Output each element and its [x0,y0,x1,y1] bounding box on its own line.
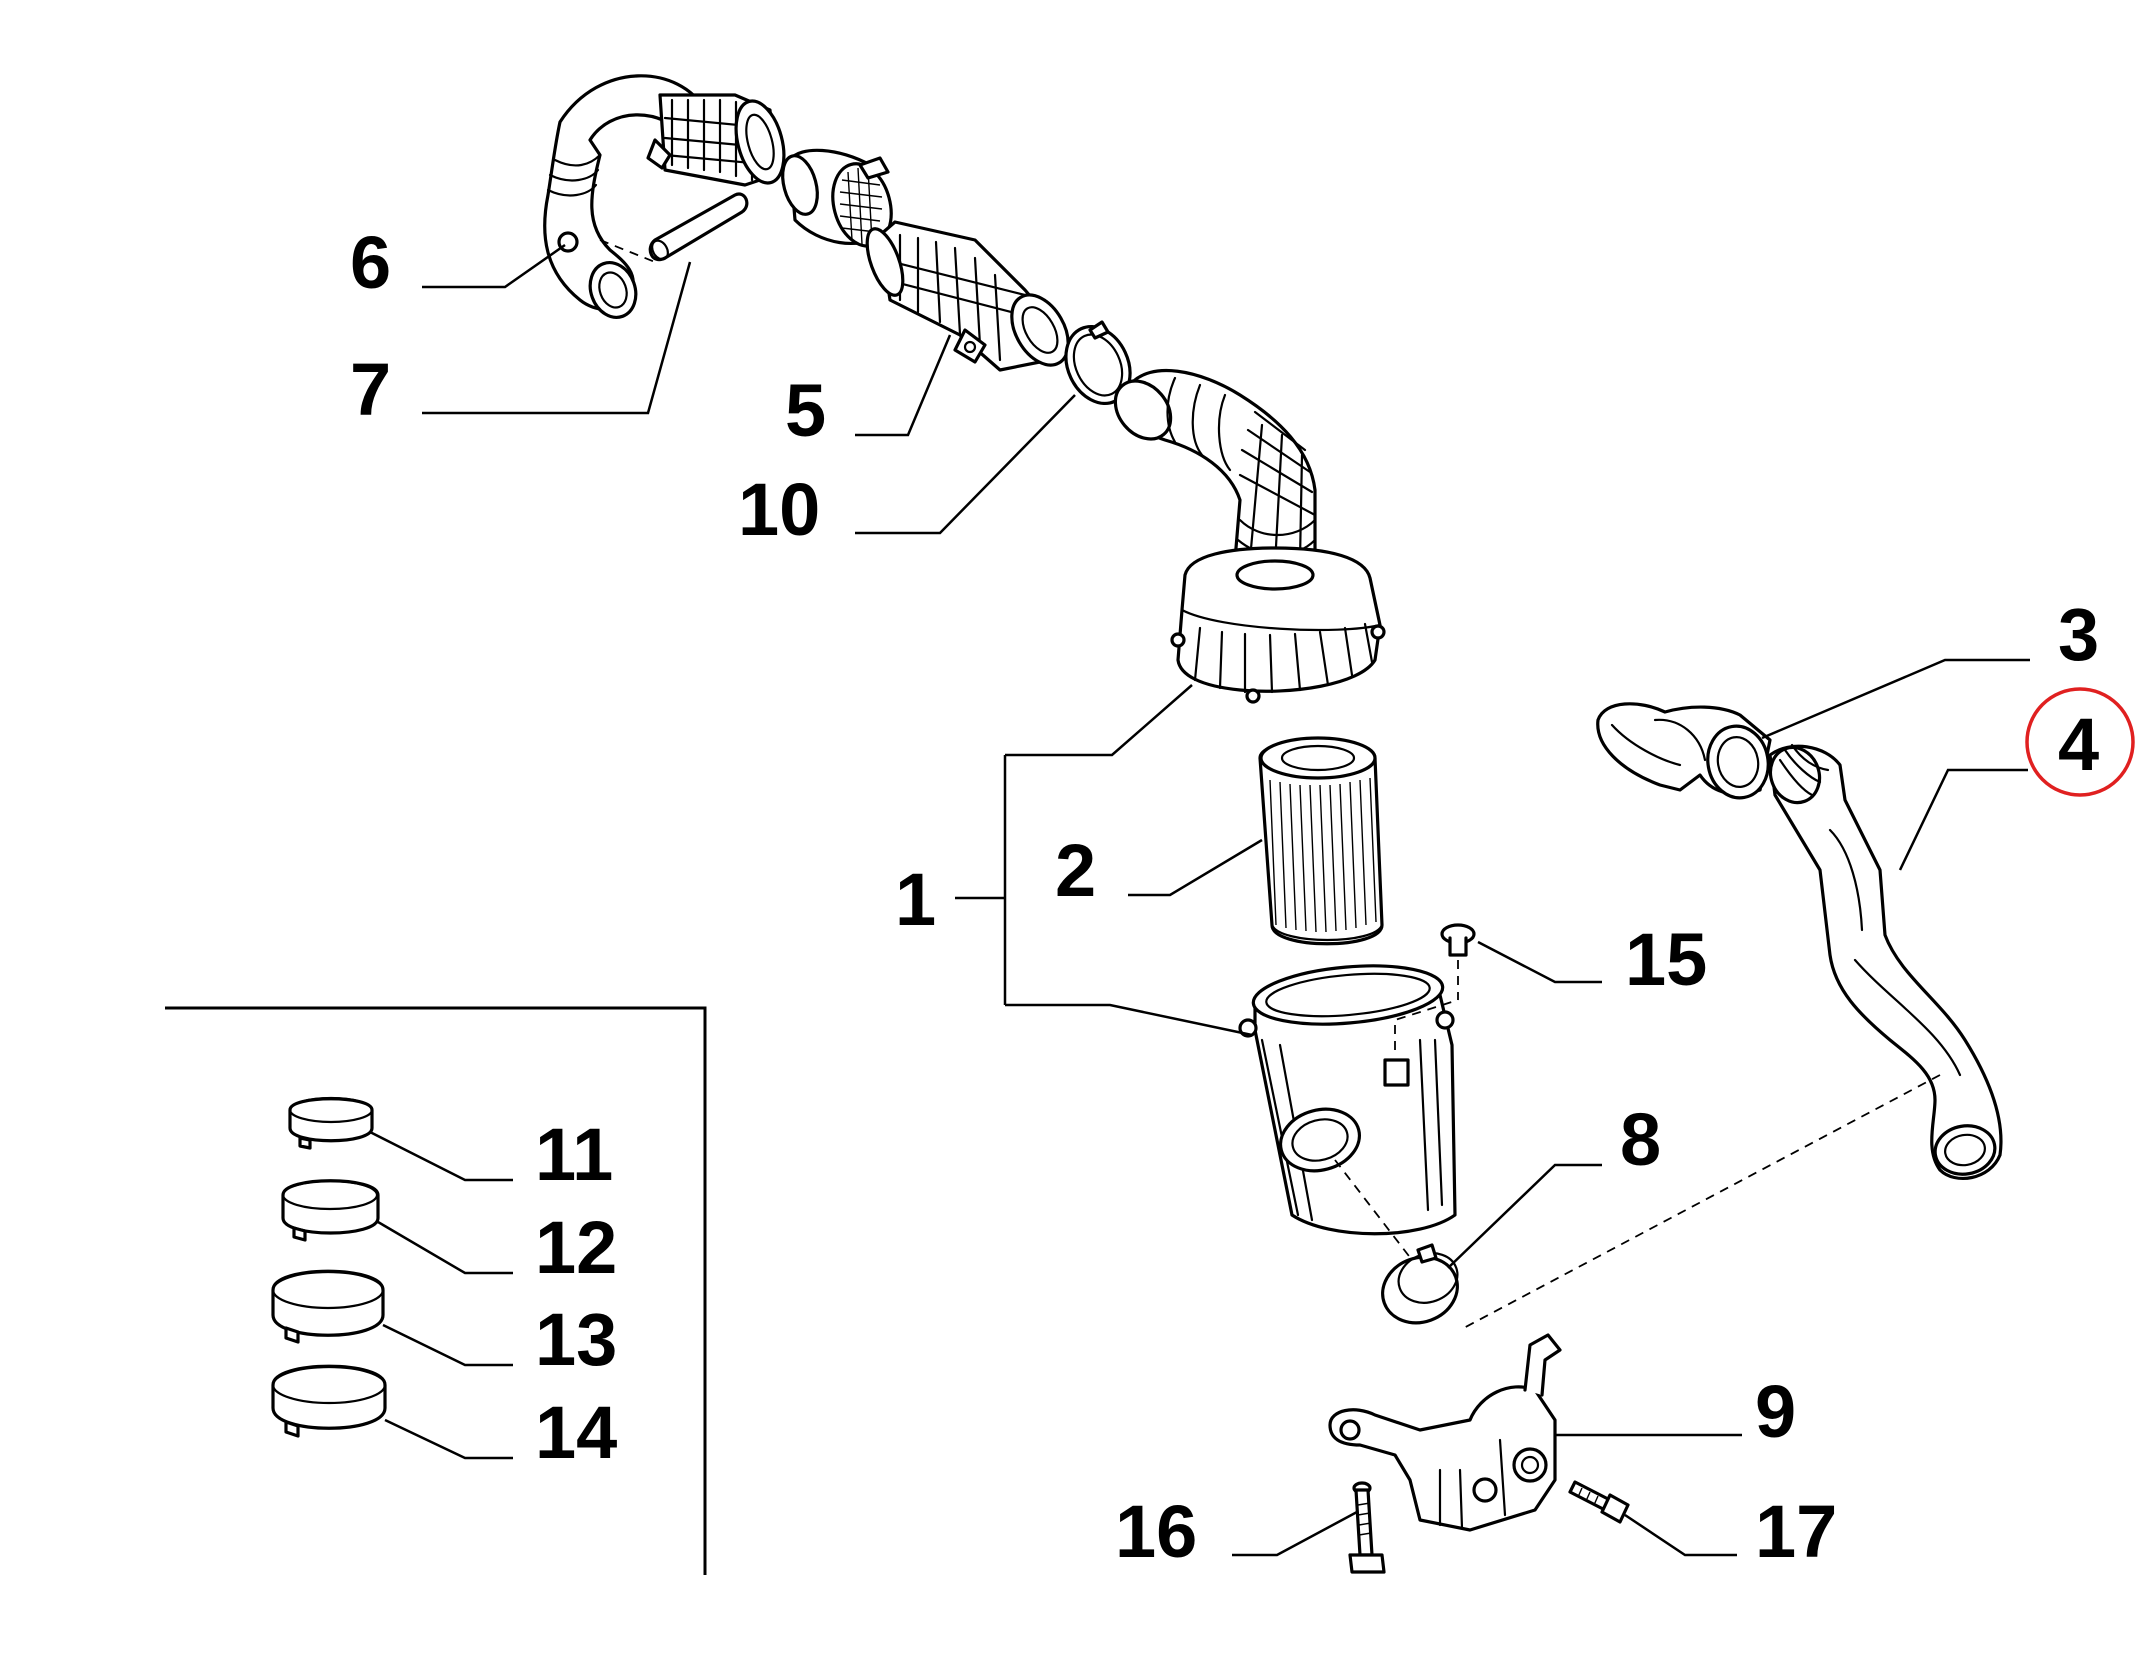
callout-9: 9 [1755,1370,1796,1453]
callout-6: 6 [350,221,391,304]
part-14-clamp [271,1364,387,1438]
part-17-short-bolt [1568,1480,1630,1524]
part-12-clamp [281,1179,380,1242]
callout-13: 13 [535,1298,617,1381]
callout-14: 14 [535,1391,617,1474]
callout-2: 2 [1055,829,1096,912]
callout-8: 8 [1620,1098,1661,1181]
part-4-air-duct [1459,743,2003,1331]
part-13-clamp [271,1269,385,1344]
part-8-hose-clamp [1334,1159,1459,1325]
part-10-hose-clamp [1064,320,1132,406]
part-3-elbow [1596,702,1772,800]
part-11-clamp [288,1096,374,1150]
part-16-long-bolt [1348,1481,1386,1574]
callout-11: 11 [535,1113,613,1196]
air-flow-meter [781,148,893,248]
callout-1: 1 [895,858,936,941]
callout-7: 7 [350,348,391,431]
part-6-intake-pipe [543,74,786,319]
callout-10: 10 [738,468,820,551]
part-2-filter-element [1258,736,1384,946]
filter-housing-lid [1170,546,1386,704]
callout-4: 4 [2058,703,2099,786]
callout-3: 3 [2058,593,2099,676]
filter-housing-body [1238,964,1459,1236]
part-15-screw [1440,923,1476,1000]
clamp-inset-frame [165,1006,707,1575]
callout-15: 15 [1625,918,1707,1001]
callout-16: 16 [1115,1490,1197,1573]
callout-12: 12 [535,1206,617,1289]
callout-5: 5 [785,369,826,452]
highlight-ring [2025,687,2135,797]
part-9-bracket [1328,1333,1562,1532]
part-5-resonator-tube [865,220,1070,372]
part-7-breather-hose [648,192,749,262]
leader-lines [369,239,2030,1557]
callout-17: 17 [1755,1490,1837,1573]
